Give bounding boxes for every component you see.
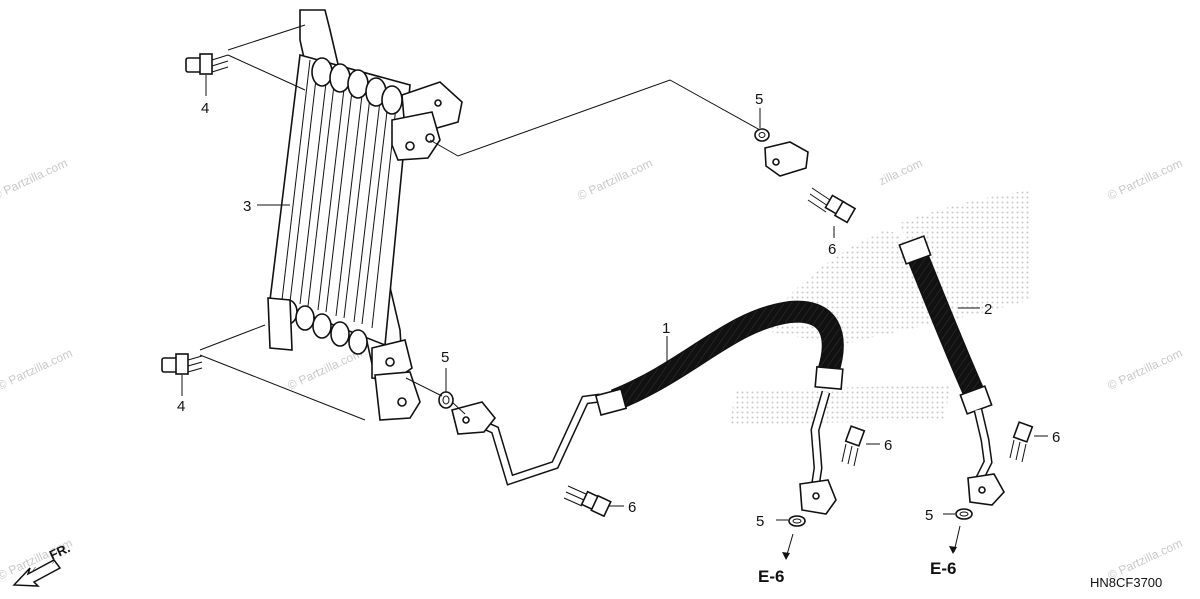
washers (438, 128, 973, 527)
callout-5-left: 5 (441, 349, 449, 366)
callouts: 1 2 3 4 4 5 5 5 5 6 6 6 6 (177, 91, 1060, 530)
watermark-left-mid: © Partzilla.com (0, 346, 75, 393)
callout-6-right: 6 (1052, 429, 1060, 446)
bolt-4-top (185, 53, 229, 75)
bolt-6-right (1009, 421, 1034, 463)
bolt-4-bottom (161, 353, 203, 375)
leader-lines (181, 24, 1048, 560)
callout-2: 2 (984, 301, 992, 318)
watermark-right-top: © Partzilla.com (1105, 156, 1184, 203)
callout-4-top: 4 (201, 100, 209, 117)
watermark-right-mid: © Partzilla.com (1105, 346, 1184, 393)
reference-e6-left: E-6 (758, 567, 784, 586)
callout-5-top: 5 (755, 91, 763, 108)
bolt-6-hose1 (563, 485, 612, 518)
diagram-code: HN8CF3700 (1090, 575, 1162, 590)
oil-hose-upper (764, 88, 1005, 506)
callout-3: 3 (243, 198, 251, 215)
bolt-6-mid (841, 425, 866, 467)
callout-4-bottom: 4 (177, 398, 185, 415)
callout-5-bottom-right: 5 (925, 507, 933, 524)
watermark-center: © Partzilla.com (575, 156, 654, 203)
reference-e6-right: E-6 (930, 559, 956, 578)
bolt-6-top (807, 187, 857, 224)
callout-6-mid: 6 (884, 437, 892, 454)
watermark-mid-top: © Partzilla.com (285, 346, 364, 393)
watermark-left-top: © Partzilla.com (0, 156, 70, 203)
callout-1: 1 (662, 320, 670, 337)
callout-6-top: 6 (828, 241, 836, 258)
oil-cooler (267, 9, 463, 421)
oil-hose-lower (451, 300, 844, 515)
callout-6-hose1: 6 (628, 499, 636, 516)
brand-wing-watermark (730, 190, 1030, 425)
callout-5-bottom-left: 5 (756, 513, 764, 530)
